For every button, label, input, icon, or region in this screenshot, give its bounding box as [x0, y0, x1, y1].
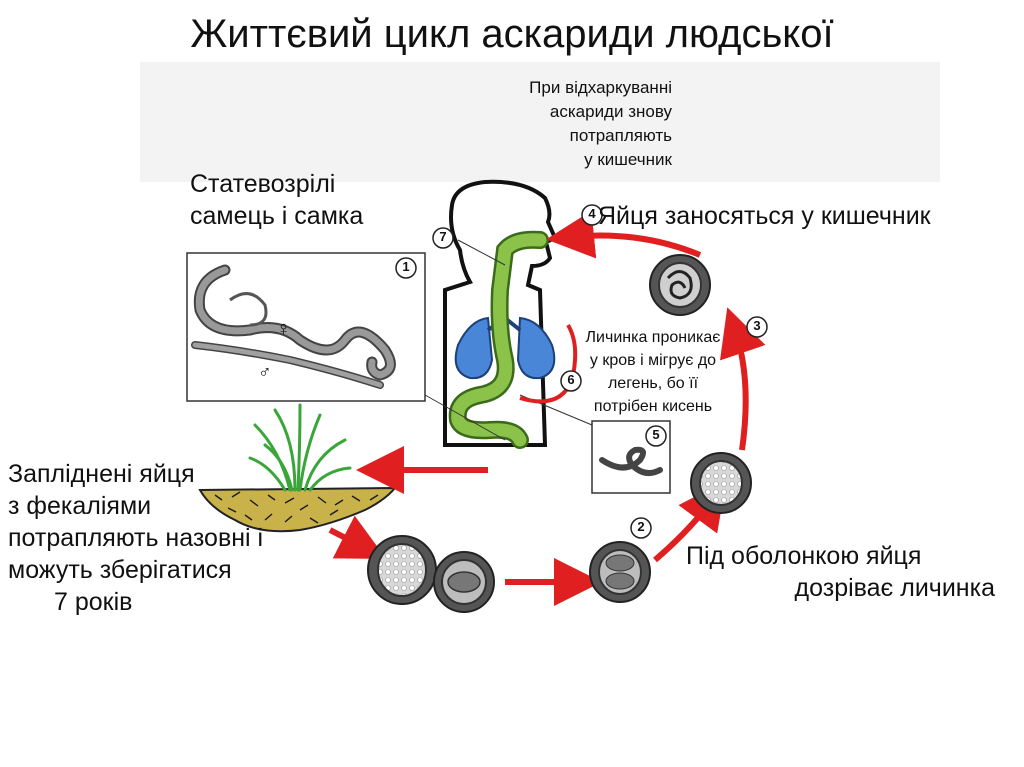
stage-1-marker	[395, 257, 417, 279]
larva-blood-line-2: у кров і мігрує до	[589, 352, 717, 369]
larva-blood-line-4: потрібен кисень	[593, 398, 713, 415]
adults-label-line-1: Статевозрілі	[190, 170, 336, 198]
fertilized-line-4: можуть зберігатися	[8, 556, 232, 584]
stage-7-marker	[432, 227, 454, 249]
stage-number-7: 7	[439, 229, 447, 244]
under-shell-label: Під оболонкою яйця дозріває личинка	[640, 540, 995, 604]
fertilized-line-3: потрапляють назовні і	[8, 524, 264, 552]
egg-stage-morula	[690, 452, 752, 514]
adult-worms-box	[186, 252, 426, 402]
male-symbol: ♂	[258, 362, 272, 382]
grass-and-soil	[198, 403, 398, 533]
slide-title: Життєвий цикл аскариди людської	[190, 12, 834, 56]
arrow-to-mouth	[546, 210, 702, 259]
larva-blood-line-3: легень, бо її	[607, 375, 699, 392]
egg-stage-3-larva	[649, 254, 711, 316]
cough-label-line-1: При відхаркуванні	[529, 78, 672, 97]
larva-blood-line-1: Личинка проникає	[585, 329, 721, 346]
cough-label-line-2: аскариди знову	[549, 102, 672, 121]
stage-number-6: 6	[567, 372, 575, 387]
egg-stage-2	[589, 541, 651, 603]
stage-4-marker	[581, 204, 603, 226]
egg-dark-shell	[433, 551, 495, 613]
stage-numbers	[395, 204, 768, 539]
digestive-tract	[448, 230, 549, 449]
stage-5-marker	[645, 425, 667, 447]
under-shell-line-1: Під оболонкою яйця	[686, 542, 922, 570]
arrow-to-stage3b	[719, 307, 766, 451]
fertilized-eggs-label: Запліднені яйця з фекаліями потрапляють …	[8, 458, 263, 618]
to-intestine-label: Яйця заносяться у кишечник	[598, 202, 931, 230]
stage-number-2: 2	[637, 519, 645, 534]
adults-label: Статевозрілі самець і самка	[190, 168, 363, 232]
stage-2-marker	[630, 517, 652, 539]
female-symbol: ♀	[276, 318, 291, 340]
cough-label-line-3: потрапляють	[569, 126, 672, 145]
arrow-soil-to-egg	[328, 515, 387, 559]
stage-number-1: 1	[402, 259, 410, 274]
stage-number-3: 3	[753, 318, 761, 333]
stage-6-marker	[560, 370, 582, 392]
adults-label-line-2: самець і самка	[190, 202, 364, 230]
egg-large-spotted	[367, 535, 437, 605]
top-shade-panel	[140, 62, 940, 182]
stage-3-marker	[746, 316, 768, 338]
under-shell-line-2: дозріває личинка	[794, 574, 995, 602]
stage-number-4: 4	[588, 206, 596, 221]
larva-blood-label: Личинка проникає у кров і мігрує до леге…	[568, 326, 738, 418]
cough-label-line-4: у кишечник	[584, 150, 672, 169]
cough-label: При відхаркуванні аскариди знову потрапл…	[450, 76, 672, 172]
fertilized-line-1: Запліднені яйця	[8, 460, 195, 488]
fertilized-line-2: з фекаліями	[8, 492, 152, 520]
fertilized-line-5: 7 років	[54, 588, 133, 616]
stage-number-5: 5	[652, 427, 660, 442]
